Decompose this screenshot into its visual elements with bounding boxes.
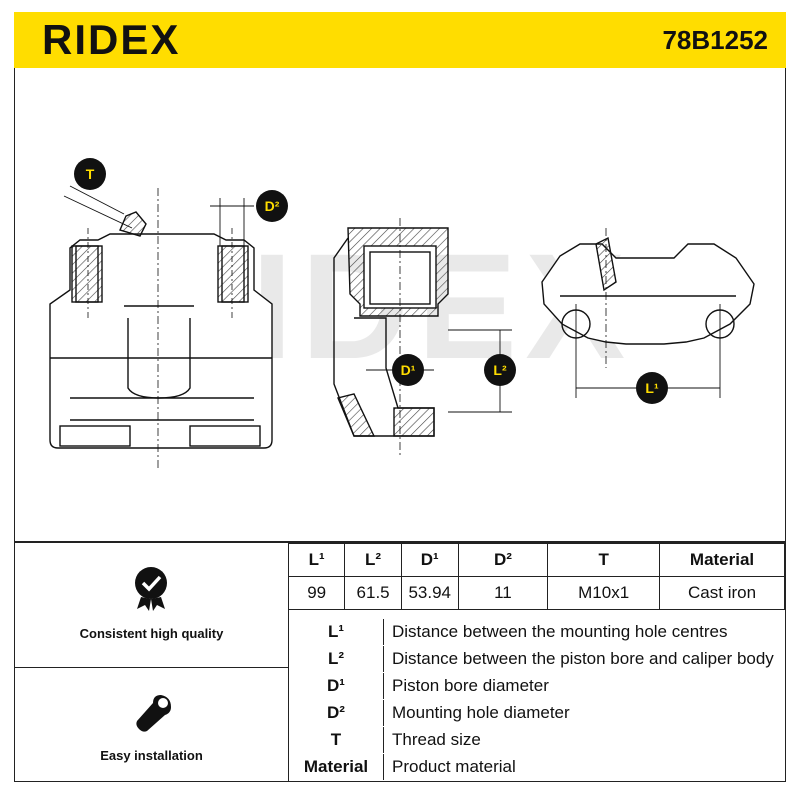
feature-quality-label: Consistent high quality xyxy=(79,626,224,641)
legend: L¹ Distance between the mounting hole ce… xyxy=(288,609,785,781)
spec-table: L¹ L² D¹ D² T Material 99 61.5 53.94 11 … xyxy=(287,543,785,610)
spec-value-l2: 61.5 xyxy=(344,576,402,610)
caliper-section-view xyxy=(333,218,512,458)
caliper-front-view xyxy=(49,185,273,468)
spec-section: Consistent high quality Easy installatio… xyxy=(14,542,786,782)
wrench-icon xyxy=(136,695,171,732)
legend-key: T xyxy=(330,730,342,749)
badge-l1-label: L¹ xyxy=(645,380,659,396)
badge-d1: D¹ xyxy=(392,354,424,386)
technical-drawing: RIDEX xyxy=(49,158,755,468)
legend-desc: Thread size xyxy=(383,727,782,753)
spec-header-l1: L¹ xyxy=(287,543,346,577)
spec-header-d1: D¹ xyxy=(400,543,459,577)
badge-d2-label: D² xyxy=(265,198,280,214)
legend-desc: Mounting hole diameter xyxy=(383,700,782,726)
part-number: 78B1252 xyxy=(662,25,768,55)
drawing-frame xyxy=(14,68,786,542)
legend-key: D¹ xyxy=(327,676,345,695)
legend-key: D² xyxy=(327,703,345,722)
badge-l2-label: L² xyxy=(493,362,507,378)
brand-header: RIDEX 78B1252 xyxy=(14,12,786,68)
spec-value-l1: 99 xyxy=(287,576,346,610)
legend-key: L¹ xyxy=(327,622,345,641)
feature-installation-label: Easy installation xyxy=(100,748,203,763)
legend-desc: Distance between the mounting hole centr… xyxy=(383,619,782,645)
badge-d1-label: D¹ xyxy=(401,362,416,378)
spec-value-d2: 11 xyxy=(457,576,549,610)
badge-l2: L² xyxy=(484,354,516,386)
legend-key: L² xyxy=(327,649,345,668)
feature-quality: Consistent high quality xyxy=(15,543,288,668)
spec-value-d1: 53.94 xyxy=(400,576,459,610)
spec-value-material: Cast iron xyxy=(659,576,785,610)
badge-t-label: T xyxy=(86,166,95,182)
badge-l1: L¹ xyxy=(636,372,668,404)
legend-desc: Distance between the piston bore and cal… xyxy=(383,646,782,672)
badge-t: T xyxy=(74,158,106,190)
spec-value-row: 99 61.5 53.94 11 M10x1 Cast iron xyxy=(287,576,785,610)
spec-header-t: T xyxy=(547,543,661,577)
spec-header-l2: L² xyxy=(344,543,402,577)
legend-desc: Piston bore diameter xyxy=(383,673,782,699)
check-shield-icon xyxy=(135,567,167,611)
feature-column: Consistent high quality Easy installatio… xyxy=(15,543,289,781)
spec-value-t: M10x1 xyxy=(547,576,661,610)
legend-desc: Product material xyxy=(383,754,782,780)
spec-header-row: L¹ L² D¹ D² T Material xyxy=(287,543,785,577)
brand-logo: RIDEX xyxy=(42,16,181,63)
spec-header-d2: D² xyxy=(457,543,549,577)
spec-header-material: Material xyxy=(659,543,785,577)
legend-key: Material xyxy=(303,757,369,776)
badge-d2: D² xyxy=(256,190,288,222)
